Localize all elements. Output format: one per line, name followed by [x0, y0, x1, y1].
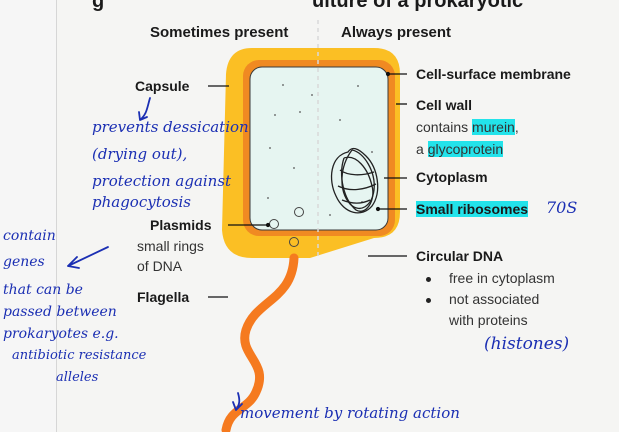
left-heading: Sometimes present [150, 24, 289, 41]
capsule-label: Capsule [135, 78, 190, 94]
murein-highlight: murein [472, 119, 515, 135]
left-gutter [0, 0, 56, 432]
dna-bullet-text-1: free in cytoplasm [449, 270, 555, 286]
dna-bullet-text-2: not associated [449, 291, 540, 307]
hand-arrow-plasmid [67, 246, 109, 269]
ribosomes-label: Small ribosomes [416, 201, 529, 217]
dna-bullet-text-3: with proteins [449, 312, 528, 328]
membrane-label: Cell-surface membrane [416, 66, 571, 82]
circular-dna [330, 147, 379, 214]
note-capsule-1: prevents dessication [92, 118, 249, 136]
note-plasmid-5: prokaryotes e.g. [3, 326, 119, 342]
note-capsule-3: protection against [92, 172, 232, 190]
note-plasmid-6: antibiotic resistance [12, 348, 147, 363]
cytoplasm-label: Cytoplasm [416, 169, 488, 185]
note-capsule-2: (drying out), [92, 145, 188, 163]
note-histones: (histones) [484, 334, 570, 354]
plasmids-desc-2: of DNA [137, 258, 183, 274]
right-heading: Always present [341, 24, 452, 41]
note-plasmid-1: contain [3, 228, 56, 244]
dna-label: Circular DNA [416, 248, 504, 264]
hand-arrow-capsule [138, 97, 151, 121]
plasmids-desc-1: small rings [137, 238, 204, 254]
note-plasmid-3: that can be [3, 282, 83, 298]
note-plasmid-7: alleles [56, 370, 99, 385]
plasmids-label: Plasmids [150, 217, 212, 233]
dna-bullet-2 [426, 298, 431, 303]
cell-wall-desc-1: contains murein, [416, 119, 519, 135]
note-plasmid-2: genes [3, 254, 45, 270]
glycoprotein-highlight: glycoprotein [427, 141, 504, 157]
flagella-label: Flagella [137, 289, 190, 305]
title-fragment-2: ulture of a prokaryotic [312, 0, 524, 12]
cell-wall-label: Cell wall [416, 97, 473, 113]
flagellum [221, 253, 299, 432]
title-fragment: g [92, 0, 105, 12]
note-ribosome: 70S [546, 198, 578, 217]
hand-arrow-flagella [232, 392, 243, 411]
cell-wall-desc-2: a glycoprotein [416, 141, 504, 157]
note-flagella: movement by rotating action [240, 404, 460, 422]
note-plasmid-4: passed between [3, 304, 117, 320]
dna-bullet-1 [426, 277, 431, 282]
note-capsule-4: phagocytosis [92, 193, 191, 211]
cytoplasm-dots [267, 84, 373, 216]
gutter-divider [56, 0, 57, 432]
